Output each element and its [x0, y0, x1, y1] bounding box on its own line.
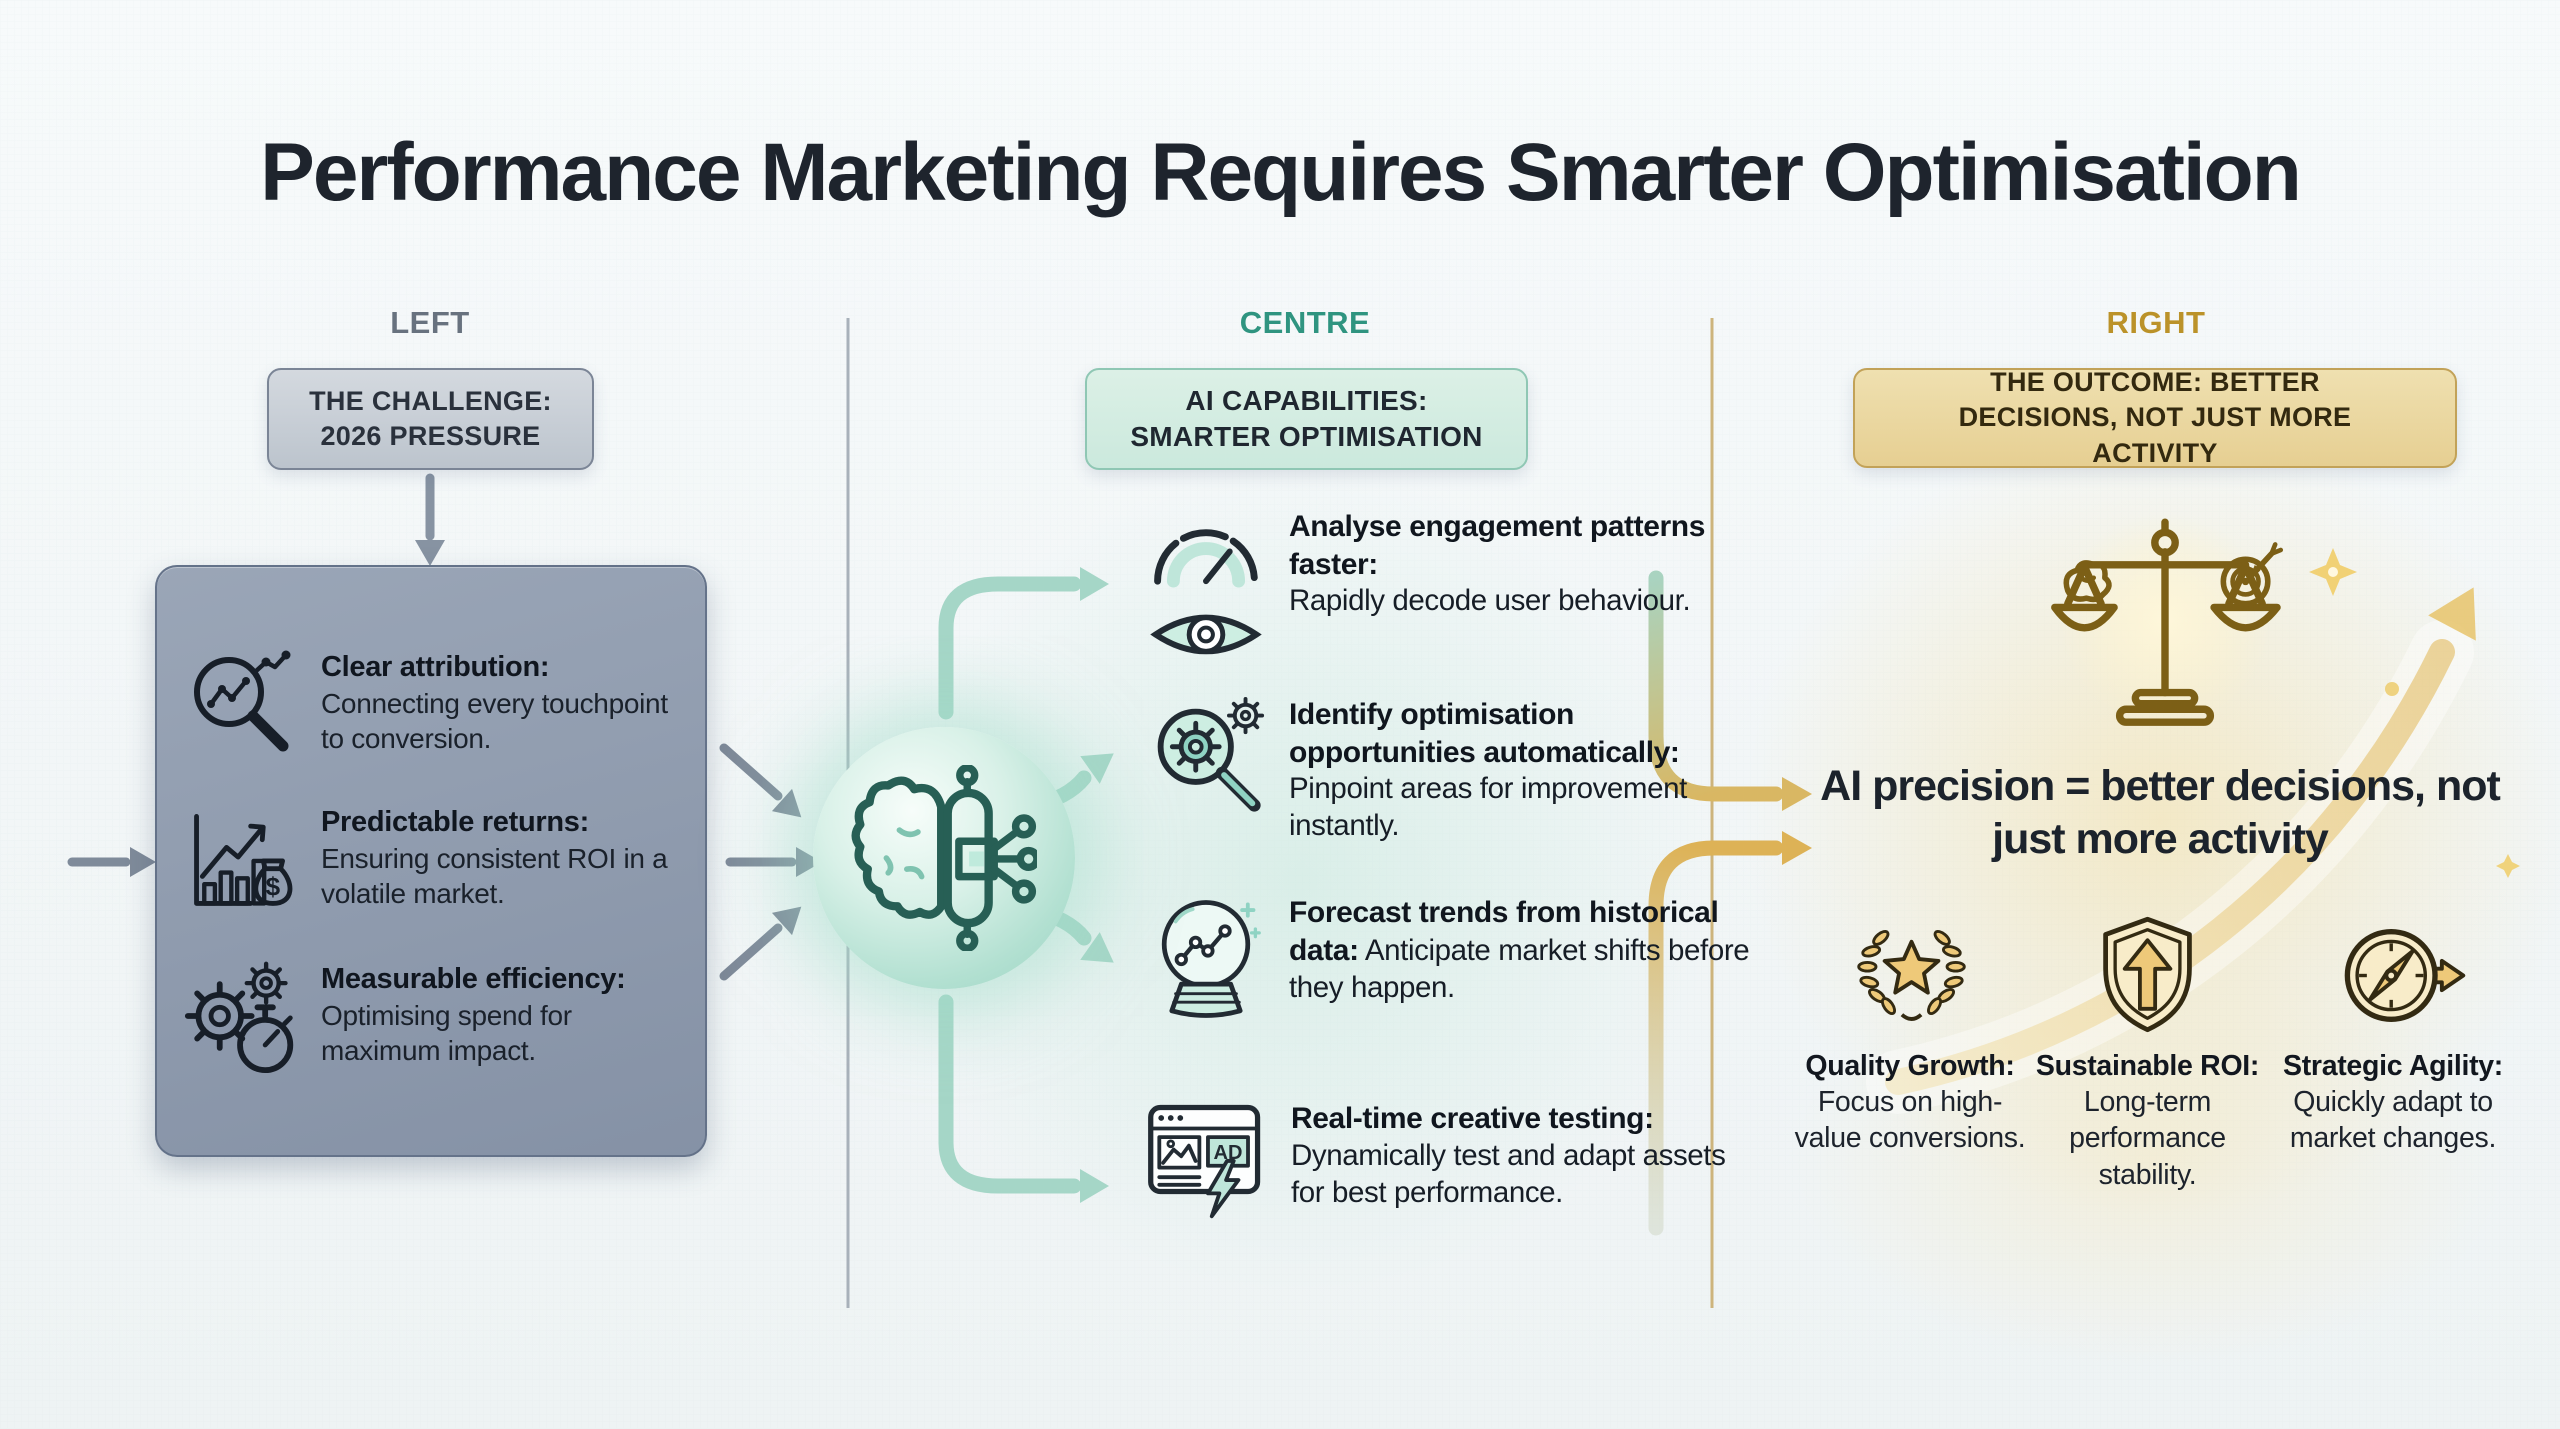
- capability-item-text: Analyse engagement patterns faster:Rapid…: [1289, 510, 1705, 617]
- capability-item-text: Forecast trends from historical data: An…: [1289, 896, 1750, 1004]
- scales-balance-icon: [2040, 505, 2290, 745]
- list-item: Clear attribution: Connecting every touc…: [183, 648, 679, 760]
- capability-row: Analyse engagement patterns faster:Rapid…: [1145, 508, 1770, 676]
- capability-item-text: Identify optimisation opportunities auto…: [1289, 698, 1687, 842]
- laurel-star-icon: [1852, 916, 1972, 1028]
- svg-text:$: $: [266, 872, 281, 902]
- list-item: $ Predictable returns: Ensuring consiste…: [183, 804, 679, 914]
- capability-row: Identify optimisation opportunities auto…: [1145, 696, 1770, 845]
- capability-item-text: Real-time creative testing: Dynamically …: [1291, 1102, 1726, 1209]
- challenge-header-box: THE CHALLENGE: 2026 PRESSURE: [267, 368, 594, 470]
- outcome-statement: AI precision = better decisions, not jus…: [1820, 762, 2501, 864]
- gauge-eye-icon: [1145, 508, 1267, 676]
- capability-row: Forecast trends from historical data: An…: [1145, 894, 1770, 1024]
- challenge-panel: Clear attribution: Connecting every touc…: [155, 565, 707, 1157]
- capabilities-header-box: AI CAPABILITIES: SMARTER OPTIMISATION: [1085, 368, 1528, 470]
- list-item: Measurable efficiency: Optimising spend …: [183, 958, 679, 1074]
- challenge-item-text: Measurable efficiency: Optimising spend …: [321, 963, 626, 1066]
- challenge-item-text: Predictable returns: Ensuring consistent…: [321, 806, 668, 909]
- outcome-item-text: Strategic Agility: Quickly adapt to mark…: [2283, 1050, 2503, 1155]
- crystal-ball-icon: [1145, 894, 1267, 1024]
- compass-arrow-icon: [2330, 920, 2468, 1032]
- gears-stopwatch-icon: [183, 958, 299, 1074]
- growth-chart-money-icon: $: [183, 804, 299, 914]
- column-label-right: RIGHT: [2106, 305, 2206, 340]
- outcome-item-text: Sustainable ROI: Long-term performance s…: [2035, 1050, 2260, 1191]
- magnifier-analytics-icon: [183, 648, 299, 760]
- capability-row: AD Real-time creative testing: Dynamical…: [1145, 1100, 1770, 1220]
- column-label-left: LEFT: [390, 305, 470, 340]
- outcome-header-box: THE OUTCOME: BETTER DECISIONS, NOT JUST …: [1853, 367, 2457, 468]
- down-arrow: [415, 473, 445, 566]
- ai-brain-hub: [813, 727, 1075, 989]
- magnifier-gear-icon: [1145, 696, 1267, 845]
- outcome-item-text: Quality Growth:Focus on high-value conve…: [1794, 1050, 2026, 1155]
- ad-testing-icon: AD: [1145, 1100, 1269, 1220]
- column-label-centre: CENTRE: [1239, 305, 1371, 340]
- page-title: Performance Marketing Requires Smarter O…: [260, 127, 2302, 218]
- brain-circuit-icon: [851, 765, 1037, 951]
- shield-arrow-icon: [2098, 912, 2198, 1037]
- challenge-item-text: Clear attribution: Connecting every touc…: [321, 651, 668, 754]
